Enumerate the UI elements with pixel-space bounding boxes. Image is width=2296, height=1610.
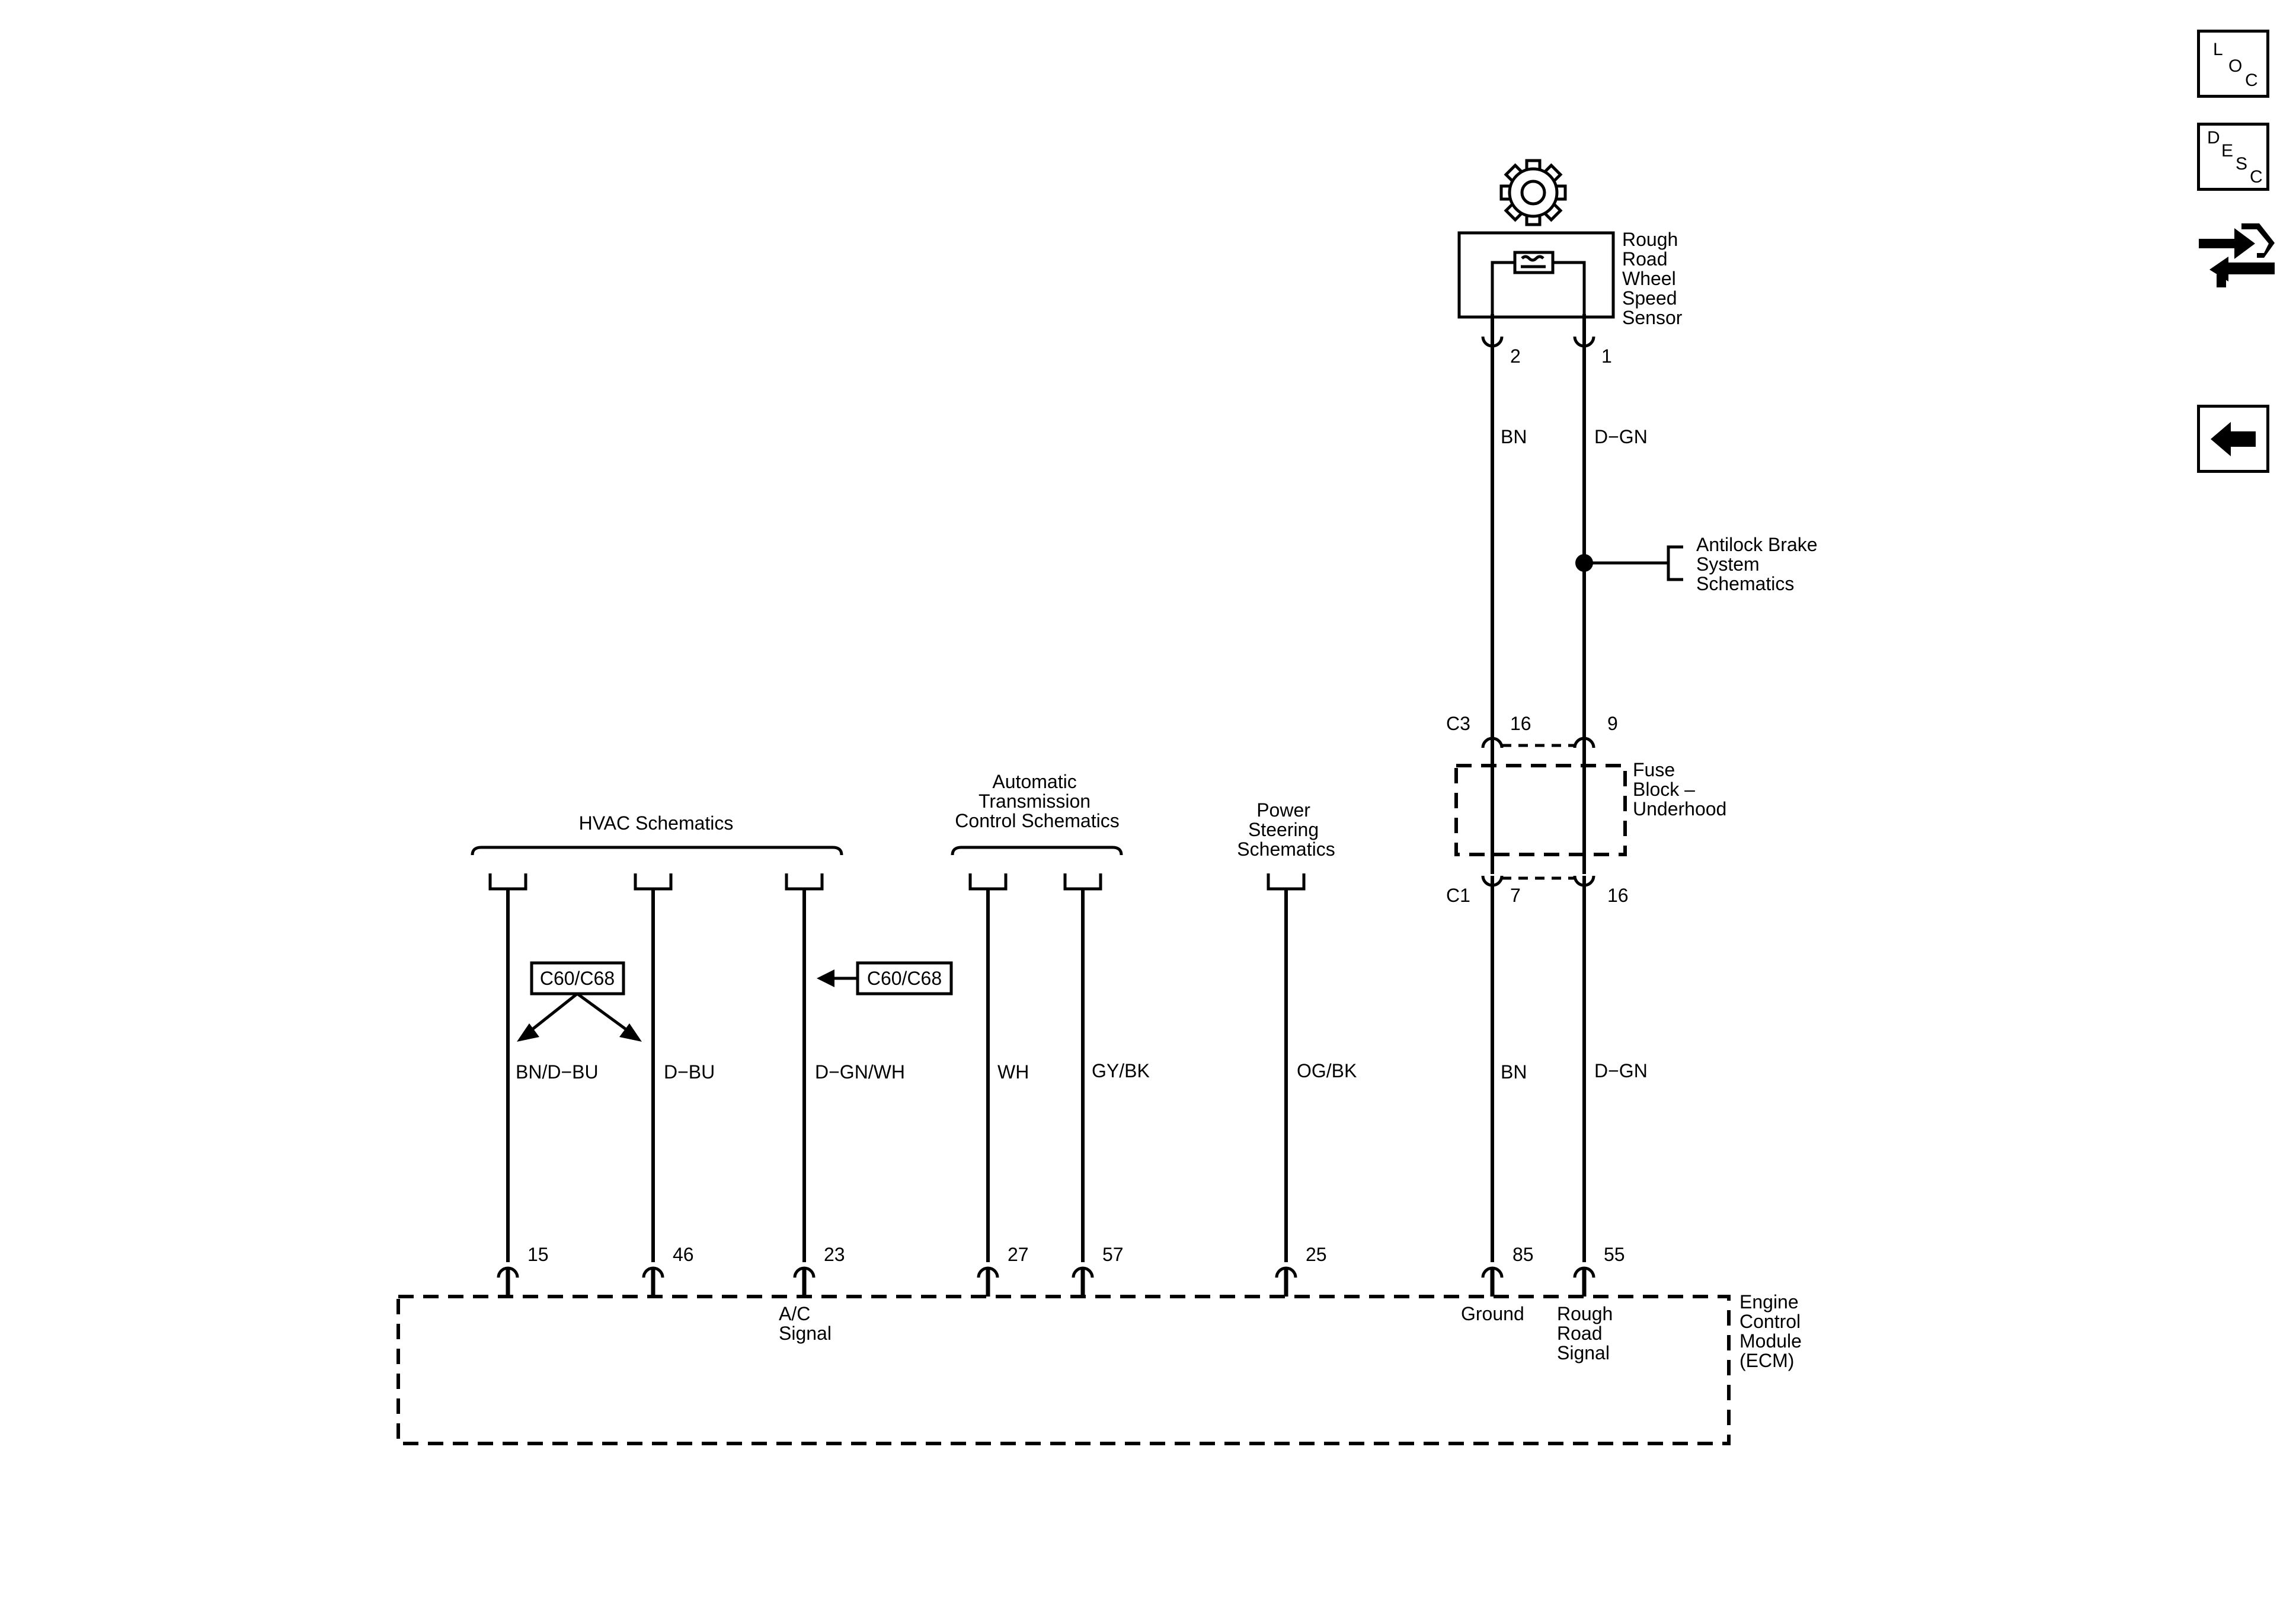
fuse-c1-label: C1 — [1446, 885, 1470, 906]
wire-5-color: OG/BK — [1297, 1060, 1357, 1081]
wire-bn-upper-label: BN — [1501, 426, 1527, 447]
loc-letter-c: C — [2245, 71, 2258, 90]
desc-letter-d: D — [2207, 128, 2220, 148]
lower-wires — [506, 876, 1586, 1262]
sensor-pin-2: 2 — [1510, 345, 1521, 367]
fuse-c1-pin-7: 7 — [1510, 885, 1521, 906]
wire-7-color: D−GN — [1594, 1060, 1648, 1081]
wire-dgn-upper-label: D−GN — [1594, 426, 1648, 447]
wire-3-color: WH — [997, 1061, 1029, 1083]
abs-schematics-label: Antilock Brake System Schematics — [1696, 534, 1822, 594]
svg-text:C60/C68: C60/C68 — [540, 968, 615, 989]
wire-6-color: BN — [1501, 1061, 1527, 1083]
loc-letter-o: O — [2228, 56, 2243, 76]
ecm-pin-55: 55 — [1604, 1244, 1625, 1265]
fuse-block-label: Fuse Block – Underhood — [1633, 759, 1726, 820]
desc-letter-s: S — [2236, 154, 2248, 174]
hvac-bracket — [471, 846, 843, 856]
arrow-left-icon — [2211, 422, 2256, 456]
ecm-pin-27: 27 — [1008, 1244, 1029, 1265]
ecm-pin-25: 25 — [1306, 1244, 1327, 1265]
back-button[interactable] — [2197, 405, 2269, 473]
wire-0-color: BN/D−BU — [516, 1061, 599, 1083]
ecm-pin-23: 23 — [824, 1244, 845, 1265]
desc-letter-e: E — [2221, 141, 2234, 161]
rough-road-sensor-box — [1457, 231, 1615, 319]
svg-text:C60/C68: C60/C68 — [867, 968, 942, 989]
loc-button[interactable]: L O C — [2197, 30, 2269, 98]
ecm-connectors — [497, 1266, 1595, 1278]
desc-button[interactable]: D E S C — [2197, 123, 2269, 191]
ecm-pin-46: 46 — [673, 1244, 694, 1265]
wire-1-color: D−BU — [664, 1061, 715, 1083]
ecm-pin-57: 57 — [1102, 1244, 1124, 1265]
hvac-schematics-title: HVAC Schematics — [579, 812, 734, 834]
desc-letter-c: C — [2250, 167, 2263, 187]
ecm-pin-15: 15 — [527, 1244, 549, 1265]
rough-road-signal-label: Rough Road Signal — [1557, 1303, 1618, 1363]
fuse-c1-pin-16: 16 — [1607, 885, 1629, 906]
sensor-label: Rough Road Wheel Speed Sensor — [1622, 229, 1683, 328]
fuse-c3-pin-9: 9 — [1607, 713, 1618, 734]
ecm-pin-85: 85 — [1512, 1244, 1534, 1265]
ecm-label: Engine Control Module (ECM) — [1739, 1291, 1807, 1371]
ground-label: Ground — [1461, 1303, 1524, 1324]
loc-letter-l: L — [2213, 40, 2223, 59]
fuse-block-underhood — [1454, 764, 1627, 856]
fuse-c3-pin-16: 16 — [1510, 713, 1531, 734]
wire-2-color: D−GN/WH — [815, 1061, 905, 1083]
option-arrows-left — [527, 992, 631, 1034]
gear-icon — [1499, 159, 1567, 226]
trans-schematics-title: Automatic Transmission Control Schematic… — [955, 771, 1119, 831]
engine-control-module — [396, 1295, 1731, 1445]
ac-signal-label: A/C Signal — [779, 1303, 832, 1344]
sensor-element-icon — [1521, 255, 1546, 268]
steering-schematics-title: Power Steering Schematics — [1237, 799, 1335, 860]
trans-bracket — [951, 846, 1123, 856]
connector-swap-icon[interactable] — [2193, 210, 2282, 293]
abs-branch — [1584, 545, 1683, 581]
fuse-c3-label: C3 — [1446, 713, 1470, 734]
option-arrow-right — [817, 969, 834, 987]
wire-4-color: GY/BK — [1092, 1060, 1150, 1081]
sensor-pin-1: 1 — [1601, 345, 1612, 367]
